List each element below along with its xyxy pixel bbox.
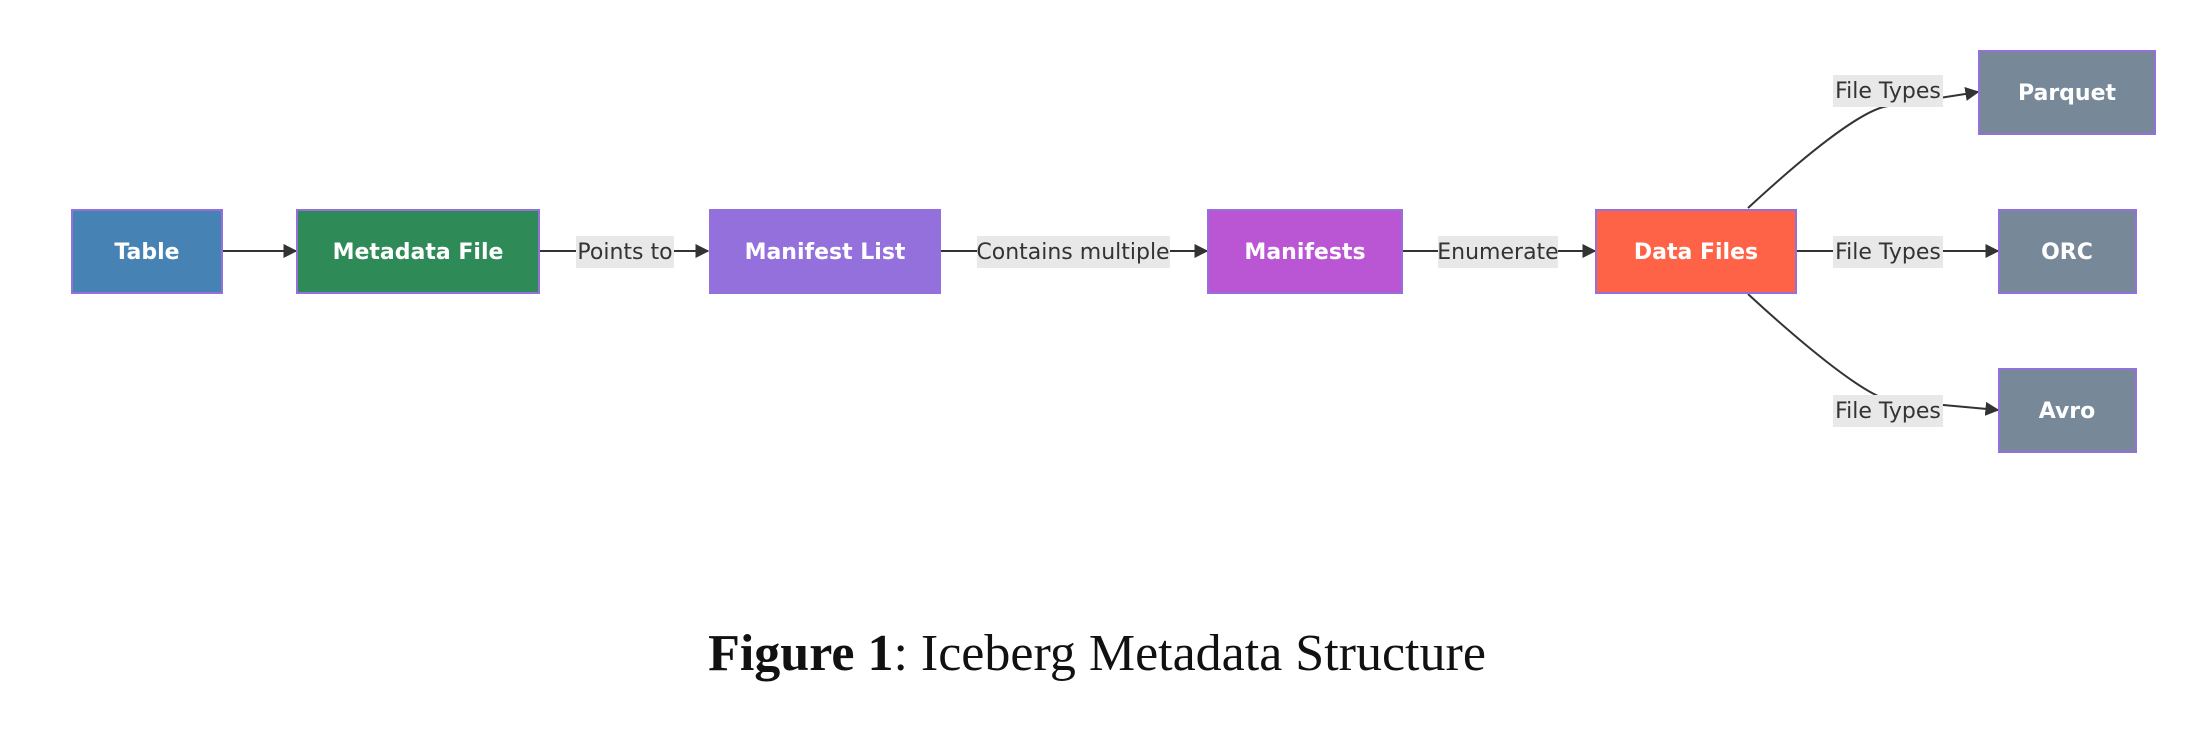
- nodes: Table Metadata File Manifest List Manife…: [71, 50, 2156, 453]
- node-parquet: Parquet: [1978, 50, 2156, 135]
- figure-title: : Iceberg Metadata Structure: [893, 625, 1486, 682]
- edge-label-file-types-avro: File Types: [1833, 395, 1943, 427]
- svg-text:ORC: ORC: [2041, 240, 2093, 265]
- svg-text:Table: Table: [114, 240, 179, 265]
- node-avro-box: [1998, 368, 2137, 453]
- edge-datafiles-avro: [1747, 293, 2000, 416]
- edge-label-points-to: Points to: [576, 236, 674, 268]
- node-manifests: Manifests: [1207, 209, 1403, 294]
- node-orc: ORC: [1998, 209, 2137, 294]
- node-metadata-file: Metadata File: [296, 209, 540, 294]
- svg-text:Manifests: Manifests: [1244, 240, 1365, 265]
- svg-text:Avro: Avro: [2039, 399, 2096, 424]
- node-data-files: Data Files: [1595, 209, 1797, 294]
- svg-text:Enumerate: Enumerate: [1437, 240, 1558, 265]
- svg-text:File Types: File Types: [1835, 399, 1941, 424]
- node-manifest-list: Manifest List: [709, 209, 941, 294]
- edge-label-file-types-orc: File Types: [1833, 236, 1943, 268]
- figure-caption: Figure 1: Iceberg Metadata Structure: [0, 628, 2194, 680]
- node-manifests-box: [1207, 209, 1403, 294]
- figure-number: Figure 1: [708, 625, 894, 682]
- node-manifest-list-box: [709, 209, 941, 294]
- edge-label-contains-multiple: Contains multiple: [976, 236, 1170, 268]
- edge-label-enumerate: Enumerate: [1437, 236, 1559, 268]
- node-data-files-box: [1595, 209, 1797, 294]
- svg-text:Data Files: Data Files: [1634, 240, 1758, 265]
- node-table: Table: [71, 209, 223, 294]
- node-parquet-box: [1978, 50, 2156, 135]
- edge-labels: Points to Contains multiple Enumerate Fi…: [576, 75, 1943, 427]
- node-metadata-file-box: [296, 209, 540, 294]
- node-table-box: [71, 209, 223, 294]
- svg-text:Parquet: Parquet: [2018, 81, 2117, 106]
- svg-text:Contains multiple: Contains multiple: [976, 240, 1169, 265]
- edge-label-file-types-parquet: File Types: [1833, 75, 1943, 107]
- node-avro: Avro: [1998, 368, 2137, 453]
- svg-text:File Types: File Types: [1835, 79, 1941, 104]
- svg-text:Manifest List: Manifest List: [745, 240, 906, 265]
- edge-datafiles-parquet: [1747, 87, 1980, 209]
- svg-text:Points to: Points to: [577, 240, 672, 265]
- svg-text:File Types: File Types: [1835, 240, 1941, 265]
- node-orc-box: [1998, 209, 2137, 294]
- svg-text:Metadata File: Metadata File: [333, 240, 504, 265]
